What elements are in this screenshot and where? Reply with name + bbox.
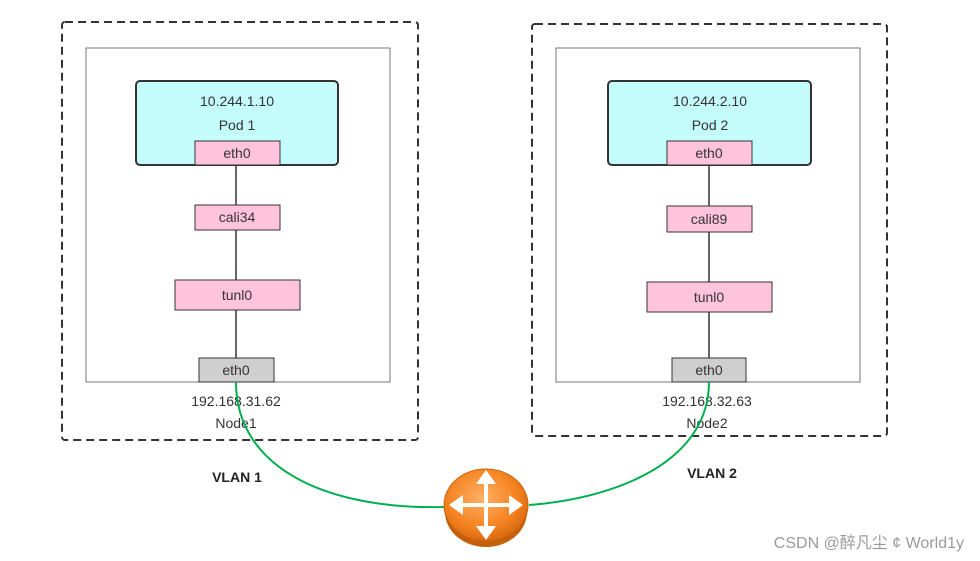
pod1-eth0-box	[194, 140, 281, 166]
node1-cali-label: cali34	[219, 209, 256, 225]
pod2-name: Pod 2	[692, 117, 729, 133]
node2-cali-box	[666, 205, 753, 233]
pod2-eth0-label: eth0	[695, 145, 722, 161]
node1-eth0-box	[198, 357, 275, 383]
pod1-name: Pod 1	[219, 117, 256, 133]
node2-cali-label: cali89	[691, 211, 728, 227]
pod1-ip: 10.244.1.10	[200, 93, 274, 109]
pod1-eth0-label: eth0	[223, 145, 250, 161]
router-icon	[443, 468, 529, 547]
node2-tunl-label: tunl0	[694, 289, 725, 305]
vlan2-label: VLAN 2	[687, 465, 737, 481]
watermark: CSDN @醉凡尘 ¢ World1y	[774, 534, 964, 552]
node1-outer-boundary	[61, 21, 419, 441]
vlan1-label: VLAN 1	[212, 469, 262, 485]
node1-to-router-link	[235, 381, 446, 509]
node2-to-router-link	[528, 381, 710, 506]
node2-outer-boundary	[531, 23, 888, 437]
node1-eth0-label: eth0	[222, 362, 249, 378]
node1-tunl-box	[174, 279, 301, 311]
node1-tunl-label: tunl0	[222, 287, 253, 303]
node2-tunl-box	[646, 281, 773, 313]
node1-group: 10.244.1.10 Pod 1 eth0 cali34 tunl0 eth0…	[61, 21, 419, 441]
node2-eth0-box	[671, 357, 747, 383]
node1-name: Node1	[215, 415, 256, 431]
node2-group: 10.244.2.10 Pod 2 eth0 cali89 tunl0 eth0…	[531, 23, 888, 437]
pod2-eth0-box	[666, 140, 753, 166]
node2-name: Node2	[686, 415, 727, 431]
pod2-ip: 10.244.2.10	[673, 93, 747, 109]
node2-eth0-label: eth0	[695, 362, 722, 378]
node1-ip: 192.168.31.62	[191, 393, 281, 409]
node1-cali-box	[194, 204, 281, 231]
